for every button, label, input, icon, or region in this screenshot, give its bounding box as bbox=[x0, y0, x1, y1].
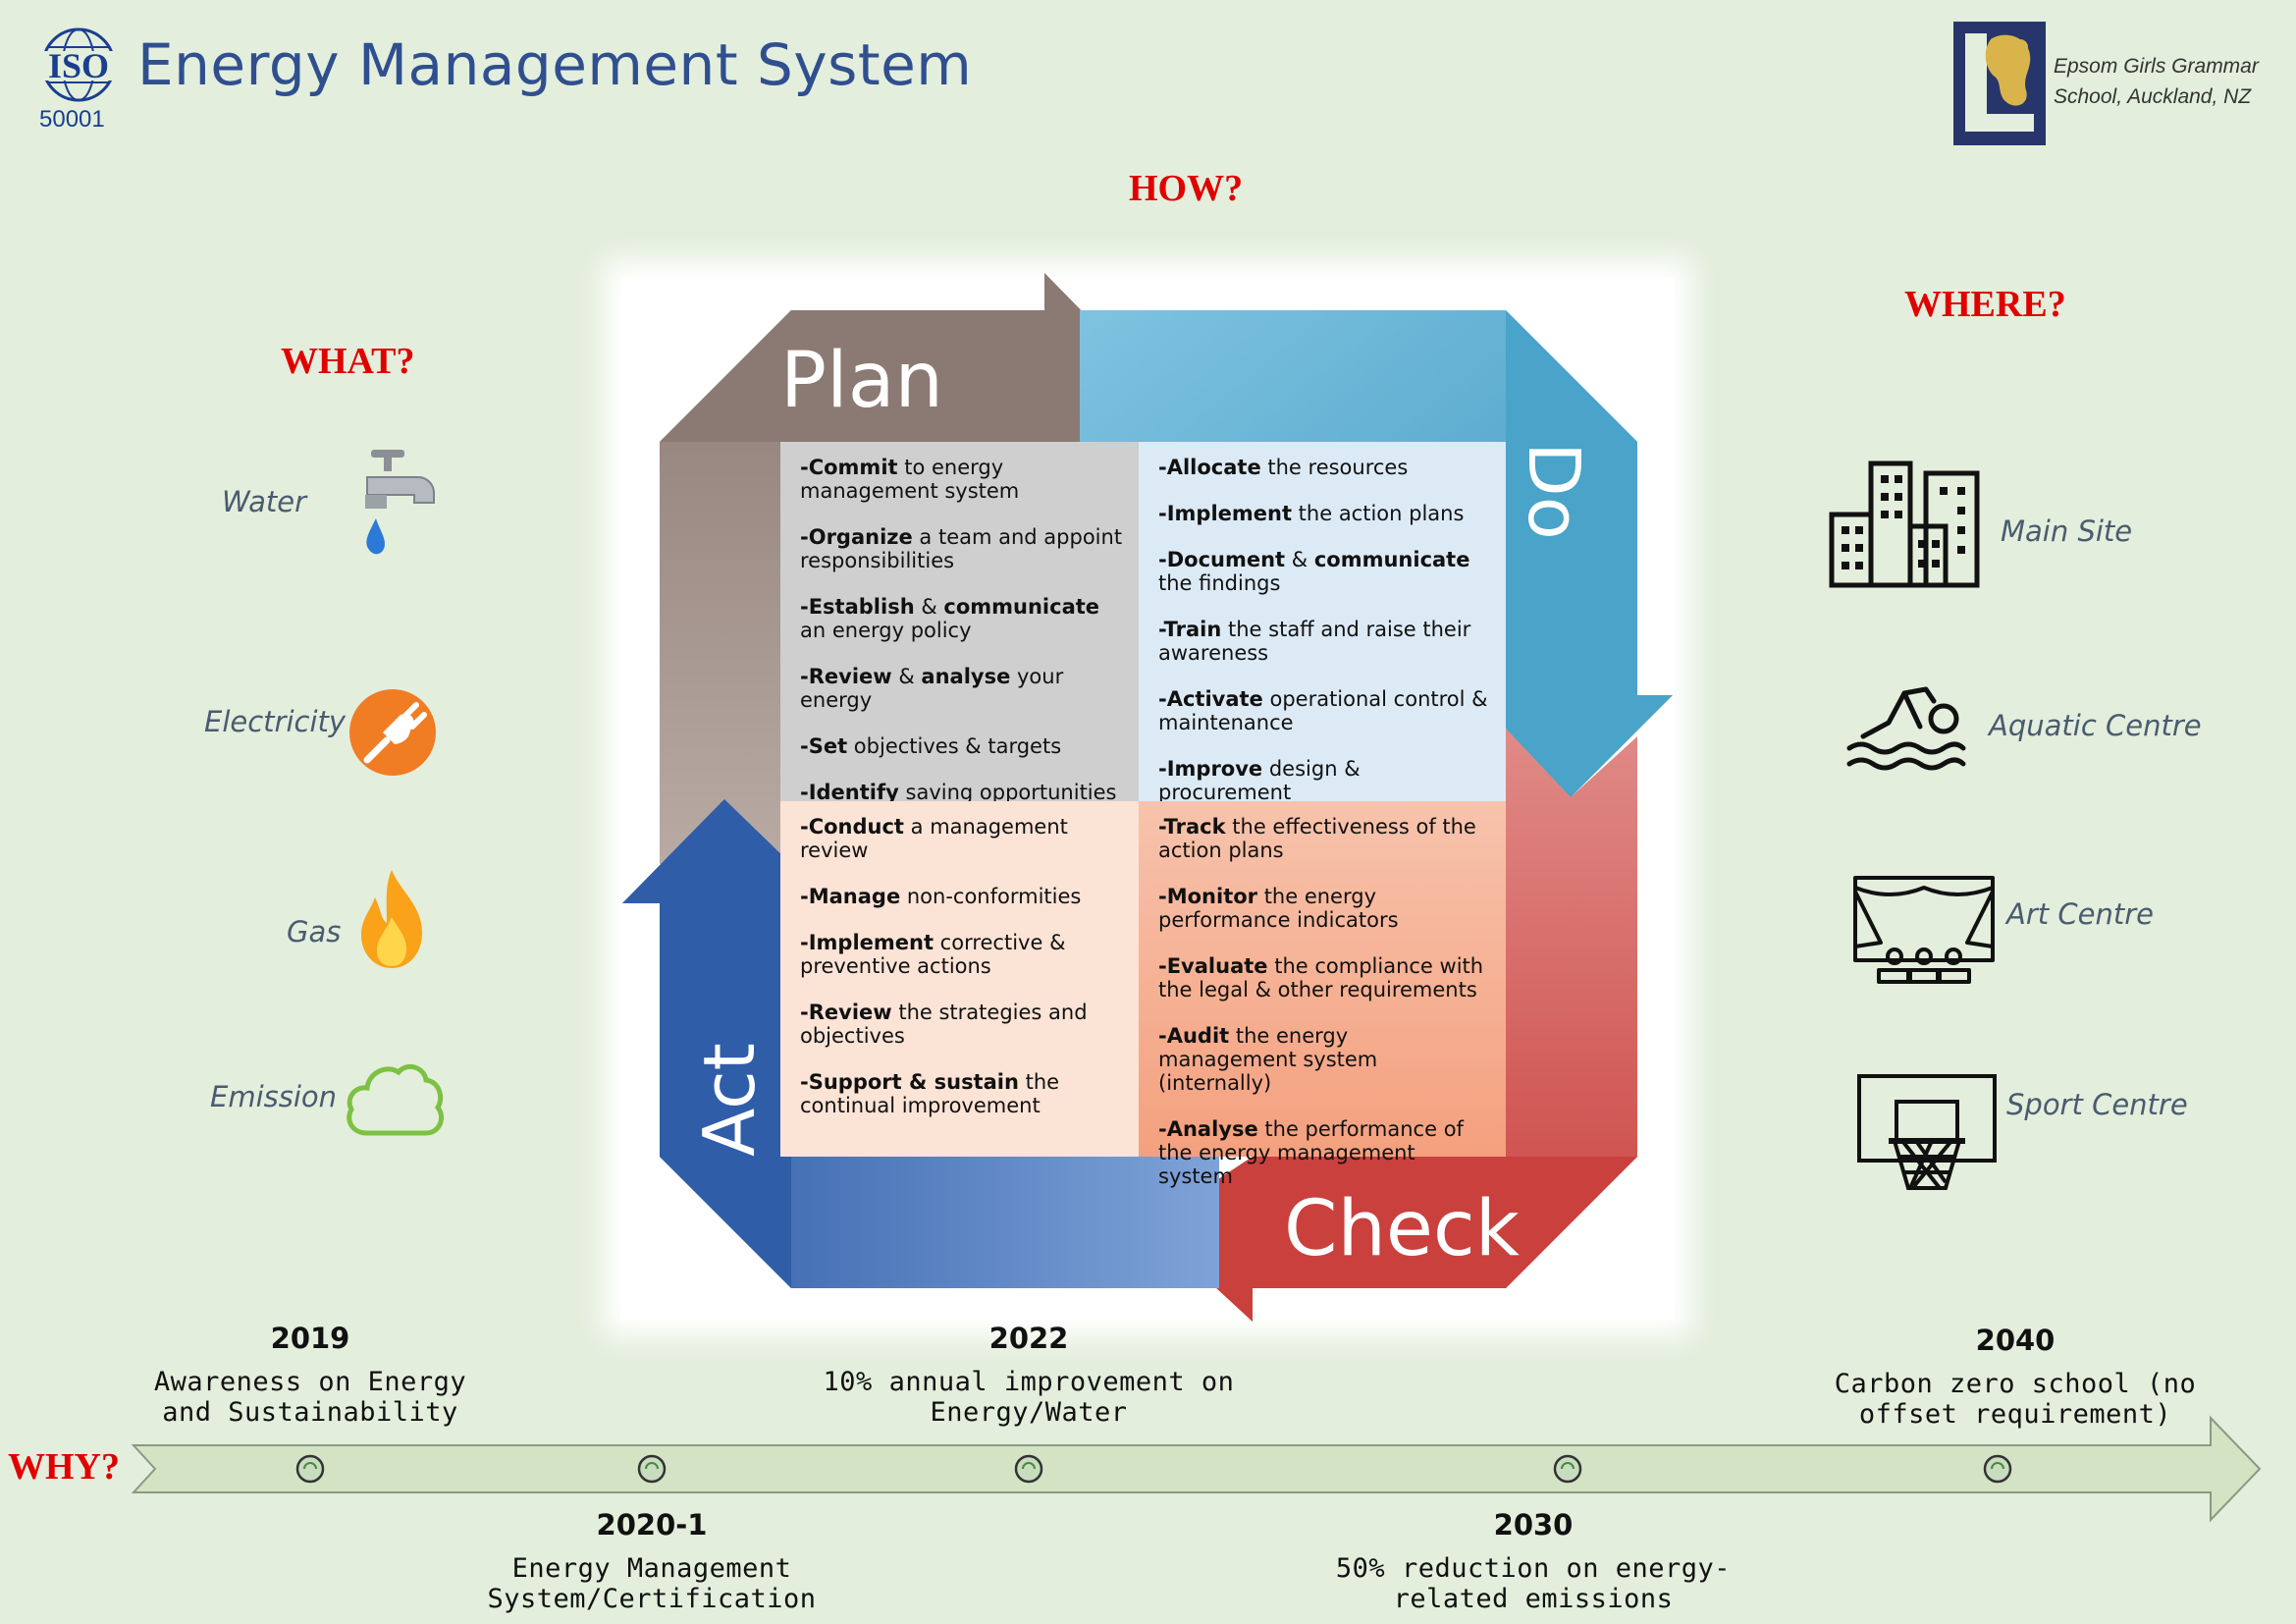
where-item-main-site: Main Site bbox=[2001, 514, 2133, 548]
what-item-gas: Gas bbox=[287, 915, 342, 948]
check-item: -Analyse the performance of the energy m… bbox=[1158, 1117, 1464, 1188]
where-item-aquatic-centre: Aquatic Centre bbox=[1989, 709, 2202, 742]
act-quadrant: -Conduct a management review -Manage non… bbox=[780, 801, 1139, 1157]
act-item: -Manage non-conformities bbox=[800, 885, 1082, 908]
milestone-2030: 2030 50% reduction on energy-related emi… bbox=[1298, 1508, 1769, 1614]
do-item: -Improve design & procurement bbox=[1158, 757, 1361, 804]
milestone-year: 2022 bbox=[988, 1322, 1069, 1355]
do-item: -Train the staff and raise their awarene… bbox=[1158, 618, 1471, 665]
do-item: -Document & communicate the findings bbox=[1158, 548, 1470, 595]
what-item-electricity: Electricity bbox=[204, 705, 347, 738]
what-item-emission: Emission bbox=[210, 1080, 338, 1113]
milestone-year: 2040 bbox=[1975, 1324, 2056, 1357]
do-item: -Implement the action plans bbox=[1158, 502, 1465, 525]
why-label: WHY? bbox=[8, 1446, 120, 1488]
plan-item: -Establish & communicate an energy polic… bbox=[800, 595, 1100, 642]
check-label: Check bbox=[1284, 1185, 1520, 1273]
school-crest bbox=[1951, 20, 2048, 147]
check-item: -Evaluate the compliance with the legal … bbox=[1158, 954, 1484, 1001]
do-item: -Activate operational control & maintena… bbox=[1158, 687, 1488, 734]
where-label: WHERE? bbox=[1904, 284, 2066, 325]
check-item: -Track the effectiveness of the action p… bbox=[1158, 815, 1476, 862]
theatre-icon bbox=[1851, 874, 1997, 988]
faucet-icon bbox=[353, 444, 442, 562]
globe-icon: ISO bbox=[33, 27, 124, 102]
do-quadrant: -Allocate the resources -Implement the a… bbox=[1139, 442, 1506, 804]
act-item: -Implement corrective & preventive actio… bbox=[800, 931, 1066, 978]
iso-number: 50001 bbox=[39, 106, 105, 133]
where-item-art-centre: Art Centre bbox=[2006, 897, 2154, 931]
where-item-sport-centre: Sport Centre bbox=[2006, 1088, 2188, 1121]
school-line-1: Epsom Girls Grammar bbox=[2054, 55, 2259, 78]
plan-item: -Organize a team and appoint responsibil… bbox=[800, 525, 1123, 572]
act-item: -Support & sustain the continual improve… bbox=[800, 1070, 1060, 1117]
basketball-hoop-icon bbox=[1855, 1072, 1999, 1194]
page-title: Energy Management System bbox=[137, 31, 973, 98]
swimmer-icon bbox=[1845, 683, 1967, 774]
do-label: Do bbox=[1513, 442, 1595, 540]
iso-logo-text: ISO bbox=[48, 46, 109, 85]
milestone-text: 50% reduction on energy-related emission… bbox=[1335, 1553, 1732, 1614]
timeline-marker bbox=[295, 1454, 2012, 1484]
iso-logo: ISO bbox=[33, 26, 124, 110]
plan-item: -Commit to energy management system bbox=[800, 456, 1020, 503]
do-item: -Allocate the resources bbox=[1158, 456, 1409, 479]
check-quadrant: -Track the effectiveness of the action p… bbox=[1139, 801, 1506, 1188]
flame-icon bbox=[357, 868, 426, 970]
plan-label: Plan bbox=[780, 337, 943, 425]
plan-item: -Identify saving opportunities bbox=[800, 781, 1117, 804]
plan-item: -Set objectives & targets bbox=[800, 734, 1062, 758]
cloud-icon bbox=[344, 1058, 446, 1139]
milestone-year: 2020-1 bbox=[596, 1508, 708, 1542]
what-label: WHAT? bbox=[281, 341, 415, 382]
milestone-year: 2019 bbox=[270, 1322, 350, 1355]
plan-quadrant: -Commit to energy management system -Org… bbox=[780, 442, 1139, 804]
plan-item: -Review & analyse your energy bbox=[800, 665, 1064, 712]
plug-icon bbox=[347, 687, 438, 778]
act-item: -Conduct a management review bbox=[800, 815, 1068, 862]
check-item: -Monitor the energy performance indicato… bbox=[1158, 885, 1399, 932]
what-item-water: Water bbox=[222, 485, 306, 518]
school-name: Epsom Girls Grammar School, Auckland, NZ bbox=[2054, 51, 2259, 112]
how-label: HOW? bbox=[1129, 168, 1244, 209]
lion-crest-icon bbox=[1953, 22, 2046, 145]
act-label: Act bbox=[688, 1043, 771, 1157]
check-item: -Audit the energy management system (int… bbox=[1158, 1024, 1378, 1095]
school-line-2: School, Auckland, NZ bbox=[2054, 85, 2252, 108]
milestone-year: 2030 bbox=[1493, 1508, 1574, 1542]
act-item: -Review the strategies and objectives bbox=[800, 1001, 1088, 1048]
buildings-icon bbox=[1828, 458, 1981, 589]
